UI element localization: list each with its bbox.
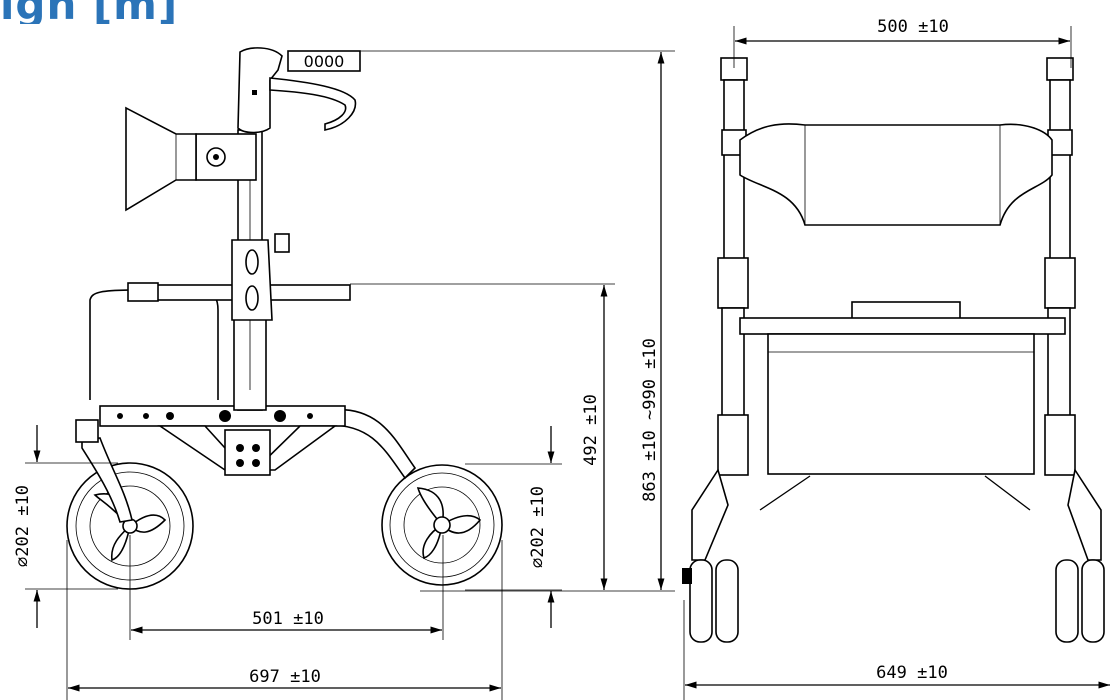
display-label: 0000 [304, 52, 345, 71]
dim-top-width: 500 ±10 [877, 17, 949, 37]
display-box [287, 50, 361, 72]
rear-leg [329, 408, 417, 480]
dim-seat-height: 492 ±10 [581, 394, 601, 466]
front-view-drawing [682, 57, 1105, 643]
right-post [1049, 79, 1071, 261]
caster-fork [75, 419, 133, 523]
dim-bottom-width: 649 ±10 [876, 663, 948, 683]
side-view-dimensions: 501 ±10 697 ±10 492 ±10 863 ±10 ~990 ±10… [13, 50, 675, 700]
side-view-drawing: 0000 [66, 47, 503, 590]
center-hub [224, 429, 271, 476]
brake-lever [269, 77, 357, 131]
backrest [739, 123, 1053, 226]
left-wheel [66, 462, 194, 590]
seat [739, 317, 1066, 335]
dim-total-height: 863 ±10 ~990 ±10 [640, 338, 660, 502]
page-heading: igh [m] [0, 0, 178, 24]
megaphone [125, 106, 197, 212]
dim-overall-length: 697 ±10 [249, 667, 321, 687]
front-view-dimensions: 500 ±10 649 ±10 [683, 17, 1110, 700]
dim-wheel-diameter-right: ∅202 ±10 [528, 486, 548, 568]
basket [767, 333, 1035, 475]
seat-back [89, 289, 219, 400]
dim-wheel-diameter-left: ∅202 ±10 [13, 485, 33, 567]
right-wheel [381, 464, 503, 586]
dim-wheelbase: 501 ±10 [252, 609, 324, 629]
